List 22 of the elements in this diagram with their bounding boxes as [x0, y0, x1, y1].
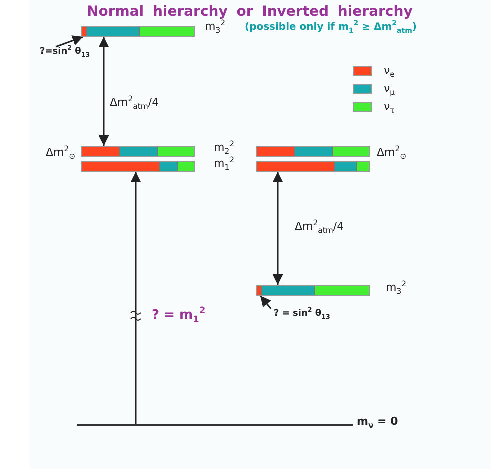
mass-level-bar	[256, 161, 370, 172]
mass-level-bar	[81, 26, 195, 37]
arrow	[272, 172, 284, 285]
edge-label: Δm$^{2}$$_{atm}$/4	[295, 220, 344, 233]
annotation-text: ? = sin$^{2}$ θ$_{13}$	[274, 309, 330, 319]
legend-label: ν$_{e}$	[384, 64, 395, 77]
arrow	[98, 37, 110, 146]
mass-level-bar	[81, 161, 195, 172]
baseline	[77, 424, 353, 426]
annotation-text: ?=sin$^{2}$ θ$_{13}$	[40, 47, 90, 57]
leader-arrow	[260, 296, 272, 310]
mass-level-bar	[256, 285, 370, 296]
arrow	[130, 172, 142, 424]
mass-level-bar	[81, 146, 195, 157]
diagram-title: Normal hierarchy or Inverted hierarchy	[87, 4, 413, 20]
legend-label: ν$_{μ}$	[384, 82, 396, 95]
legend-label: ν$_{τ}$	[384, 100, 395, 113]
edge-label: Δm$^{2}$$_{atm}$/4	[110, 96, 160, 109]
level-label: m$_{ν}$ = 0	[357, 415, 398, 428]
mass-level-bar	[256, 146, 370, 157]
condition-note: (possible only if m$_{1}$$^{2}$ ≥ Δm$^{2}$$_{atm}$)	[245, 22, 417, 33]
leader-arrow	[56, 36, 84, 48]
